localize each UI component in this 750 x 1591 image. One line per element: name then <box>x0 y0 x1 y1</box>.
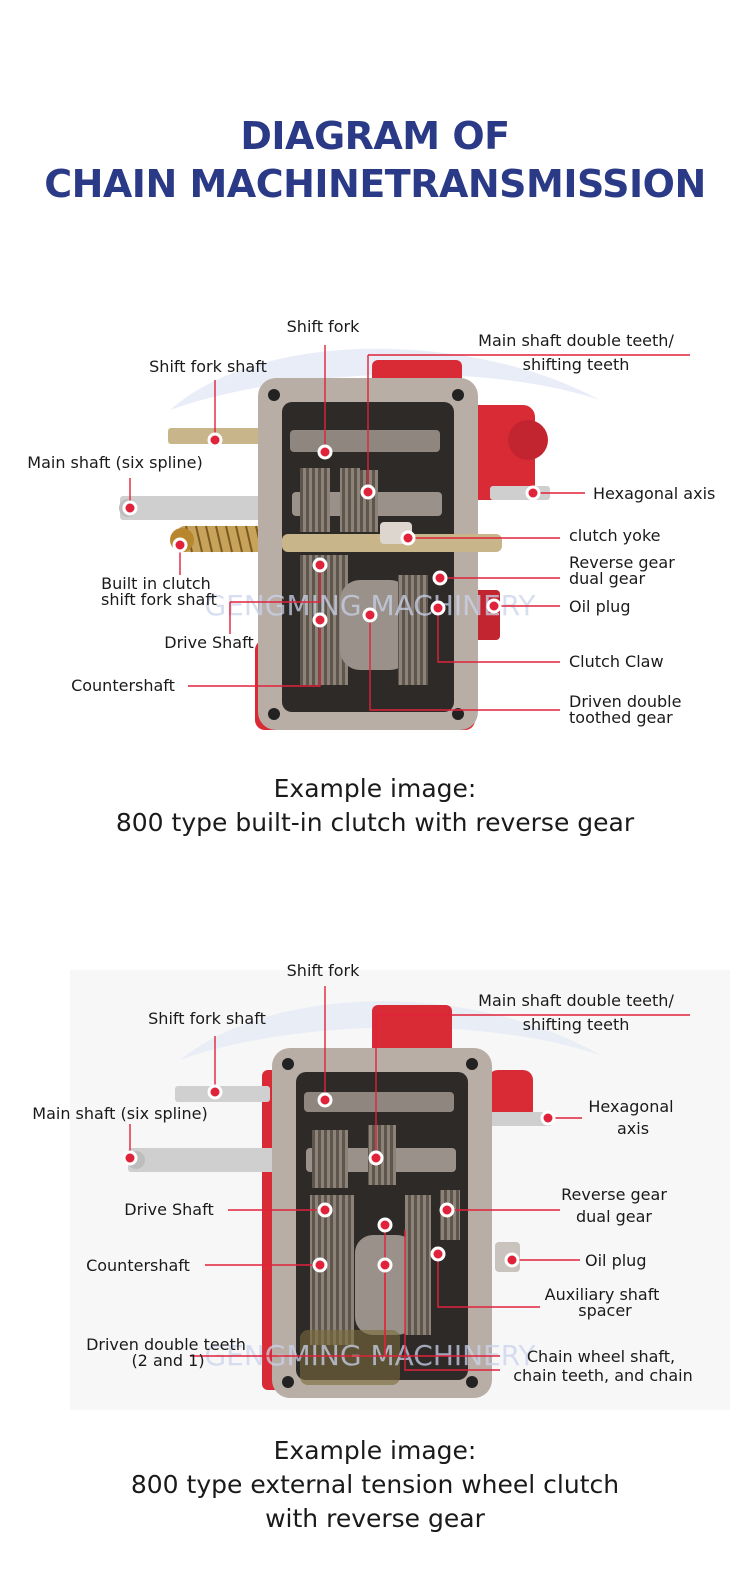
label-shift-fork: Shift fork <box>287 317 360 336</box>
marker-clutch-claw <box>430 600 446 616</box>
marker-main-shaft <box>122 500 138 516</box>
caption-1: Example image: 800 type built-in clutch … <box>0 772 750 840</box>
label-countershaft: Countershaft <box>71 676 175 695</box>
marker-hexagonal-axis <box>525 485 541 501</box>
marker-main-shaft-double-2 <box>368 1150 384 1166</box>
label2-main-shaft-double-1: Main shaft double teeth/ <box>478 991 674 1010</box>
label-main-shaft-six-spline: Main shaft (six spline) <box>27 453 202 472</box>
marker-hexagonal-2 <box>540 1110 556 1126</box>
caption-2-line-1: Example image: <box>273 1436 477 1465</box>
marker-reverse-gear-2 <box>439 1202 455 1218</box>
label-oil-plug: Oil plug <box>569 597 630 616</box>
transmission-photo-1 <box>119 360 550 730</box>
label2-drive-shaft: Drive Shaft <box>124 1200 213 1219</box>
label2-chain-wheel-2: chain teeth, and chain <box>513 1366 692 1385</box>
marker-driven-double <box>362 607 378 623</box>
markers-2 <box>122 1084 556 1273</box>
label2-hexagonal-2: axis <box>617 1119 649 1138</box>
marker-main-shaft-2 <box>122 1150 138 1166</box>
label2-main-shaft-six-spline: Main shaft (six spline) <box>32 1104 207 1123</box>
label2-main-shaft-double-2: shifting teeth <box>523 1015 630 1034</box>
marker-chain-wheel-2 <box>377 1257 393 1273</box>
caption-2: Example image: 800 type external tension… <box>0 1434 750 1536</box>
watermark-swoosh <box>170 348 600 410</box>
label-hexagonal-axis: Hexagonal axis <box>593 484 715 503</box>
label2-countershaft: Countershaft <box>86 1256 190 1275</box>
label2-reverse-gear-1: Reverse gear <box>561 1185 667 1204</box>
title-line-1: DIAGRAM OF <box>240 114 510 158</box>
page-title: DIAGRAM OF CHAIN MACHINETRANSMISSION <box>0 112 750 208</box>
marker-shift-fork-shaft <box>207 432 223 448</box>
label2-driven-teeth-1: Driven double teeth <box>86 1335 246 1354</box>
label2-reverse-gear-2: dual gear <box>576 1207 652 1226</box>
label2-shift-fork: Shift fork <box>287 961 360 980</box>
marker-countershaft <box>312 612 328 628</box>
marker-drive-shaft <box>312 557 328 573</box>
caption-1-line-2: 800 type built-in clutch with reverse ge… <box>115 808 635 837</box>
marker-drive-shaft-2 <box>317 1202 333 1218</box>
label2-driven-teeth-2: (2 and 1) <box>131 1351 204 1370</box>
marker-oil-plug <box>486 598 502 614</box>
label-main-shaft-double-2: shifting teeth <box>523 355 630 374</box>
caption-2-line-3: with reverse gear <box>265 1504 485 1533</box>
marker-driven-teeth-2 <box>377 1217 393 1233</box>
label-shift-fork-shaft: Shift fork shaft <box>149 357 267 376</box>
label-reverse-gear-1: Reverse gear <box>569 553 675 572</box>
watermark-swoosh-2 <box>180 1001 600 1060</box>
label2-shift-fork-shaft: Shift fork shaft <box>148 1009 266 1028</box>
caption-1-line-1: Example image: <box>273 774 477 803</box>
label-driven-double-1: Driven double <box>569 692 681 711</box>
diagram-1: GENGMING MACHINERY Shift fork Shift <box>27 317 715 730</box>
marker-reverse-gear <box>432 570 448 586</box>
label-drive-shaft: Drive Shaft <box>164 633 253 652</box>
label2-auxiliary-1: Auxiliary shaft <box>545 1285 660 1304</box>
caption-2-line-2: 800 type external tension wheel clutch <box>130 1470 620 1499</box>
marker-built-in-clutch <box>172 537 188 553</box>
label-reverse-gear-2: dual gear <box>569 569 645 588</box>
title-line-2: CHAIN MACHINETRANSMISSION <box>44 162 706 206</box>
label-clutch-claw: Clutch Claw <box>569 652 664 671</box>
leaders-2 <box>129 986 690 1371</box>
markers-1 <box>122 432 541 628</box>
diagram-2: GENGMING MACHINERY Shift fork Shift fork… <box>32 961 730 1410</box>
label2-oil-plug: Oil plug <box>585 1251 646 1270</box>
marker-shift-fork-2 <box>317 1092 333 1108</box>
label2-auxiliary-2: spacer <box>578 1301 632 1320</box>
marker-main-shaft-double <box>360 484 376 500</box>
marker-auxiliary-2 <box>430 1246 446 1262</box>
label-built-in-clutch-1: Built in clutch <box>101 574 211 593</box>
label-main-shaft-double-1: Main shaft double teeth/ <box>478 331 674 350</box>
label2-chain-wheel-1: Chain wheel shaft, <box>527 1347 675 1366</box>
marker-clutch-yoke <box>400 530 416 546</box>
label-driven-double-2: toothed gear <box>569 708 673 727</box>
marker-shift-fork <box>317 444 333 460</box>
marker-oil-plug-2 <box>504 1252 520 1268</box>
label2-hexagonal-1: Hexagonal <box>588 1097 673 1116</box>
marker-shift-fork-shaft-2 <box>207 1084 223 1100</box>
marker-countershaft-2 <box>312 1257 328 1273</box>
label-built-in-clutch-2: shift fork shaft <box>101 590 217 609</box>
label-clutch-yoke: clutch yoke <box>569 526 660 545</box>
